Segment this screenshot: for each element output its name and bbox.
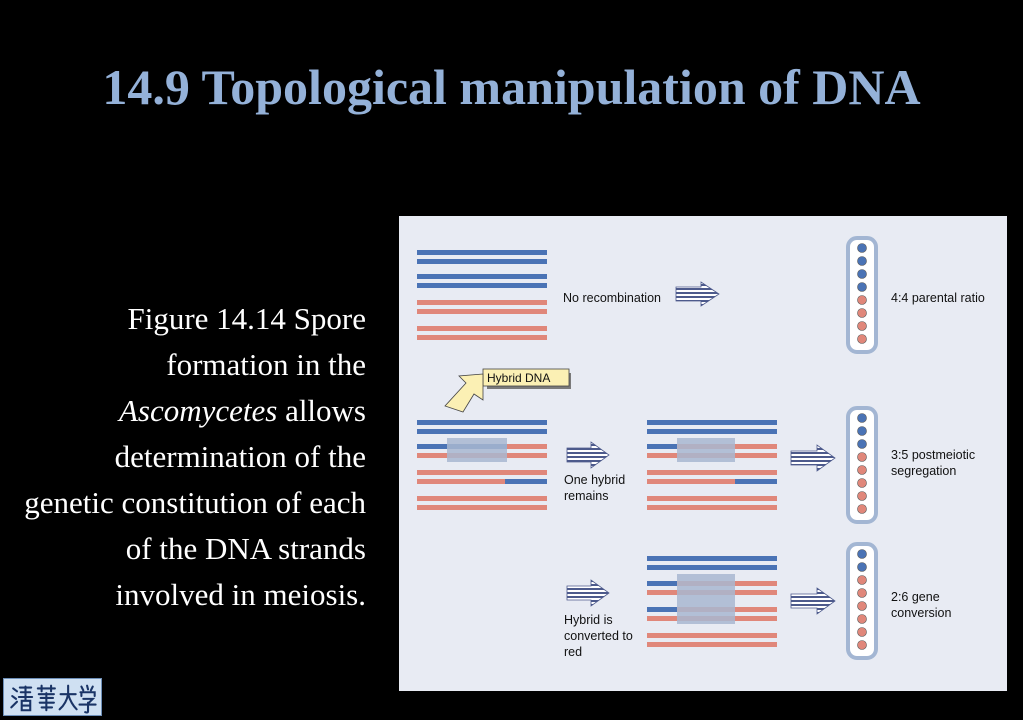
row3-converted-dna xyxy=(647,556,777,647)
spore xyxy=(857,465,867,475)
row2-result-label-line2: segregation xyxy=(891,464,956,478)
arrow-icon xyxy=(566,579,610,607)
spore xyxy=(857,491,867,501)
spore xyxy=(857,439,867,449)
spore xyxy=(857,452,867,462)
spore xyxy=(857,504,867,514)
spore xyxy=(857,282,867,292)
spore xyxy=(857,256,867,266)
row3-spore-ascus xyxy=(846,542,878,660)
row1-result-label: 4:4 parental ratio xyxy=(891,291,985,305)
spore xyxy=(857,614,867,624)
spore xyxy=(857,413,867,423)
spore xyxy=(857,562,867,572)
hybrid-dna-callout: Hybrid DNA xyxy=(444,368,571,413)
spore xyxy=(857,243,867,253)
spore xyxy=(857,478,867,488)
row2-spore-ascus xyxy=(846,406,878,524)
spore xyxy=(857,627,867,637)
row3-process-label-line1: Hybrid is xyxy=(564,613,613,627)
spore xyxy=(857,640,867,650)
spore xyxy=(857,308,867,318)
caption-text-end: allows determination of the genetic cons… xyxy=(24,393,366,612)
spore xyxy=(857,549,867,559)
spore xyxy=(857,295,867,305)
arrow-icon xyxy=(790,587,836,615)
row2-heteroduplex-dna xyxy=(417,420,547,510)
spore xyxy=(857,588,867,598)
row2-replicated-dna xyxy=(647,420,777,510)
row1-spore-ascus xyxy=(846,236,878,354)
row2-process-label-line1: One hybrid xyxy=(564,473,625,487)
row2-process-label-line2: remains xyxy=(564,489,608,503)
spore xyxy=(857,334,867,344)
arrow-icon xyxy=(790,444,836,472)
caption-text-start: Figure 14.14 Spore formation in the xyxy=(127,301,366,382)
spore xyxy=(857,321,867,331)
spore xyxy=(857,601,867,611)
spore xyxy=(857,269,867,279)
row3-process-label-line3: red xyxy=(564,645,582,659)
recombination-diagram: No recombination 4:4 parental ratio Hybr… xyxy=(399,216,1007,691)
figure-caption: Figure 14.14 Spore formation in the Asco… xyxy=(20,296,366,618)
row3-process-label-line2: converted to xyxy=(564,629,633,643)
spore xyxy=(857,575,867,585)
row3-result-label-line1: 2:6 gene xyxy=(891,590,940,604)
spore xyxy=(857,426,867,436)
arrow-icon xyxy=(566,441,610,469)
row1-parental-dna xyxy=(417,250,547,340)
slide-title: 14.9 Topological manipulation of DNA xyxy=(102,59,921,115)
caption-italic-term: Ascomycetes xyxy=(118,393,278,428)
row3-result-label-line2: conversion xyxy=(891,606,951,620)
calligraphy-logo-icon xyxy=(10,684,97,714)
row2-result-label-line1: 3:5 postmeiotic xyxy=(891,448,975,462)
arrow-icon xyxy=(675,281,720,307)
row1-process-label: No recombination xyxy=(563,291,661,305)
university-logo xyxy=(3,678,102,716)
callout-label: Hybrid DNA xyxy=(487,371,550,385)
